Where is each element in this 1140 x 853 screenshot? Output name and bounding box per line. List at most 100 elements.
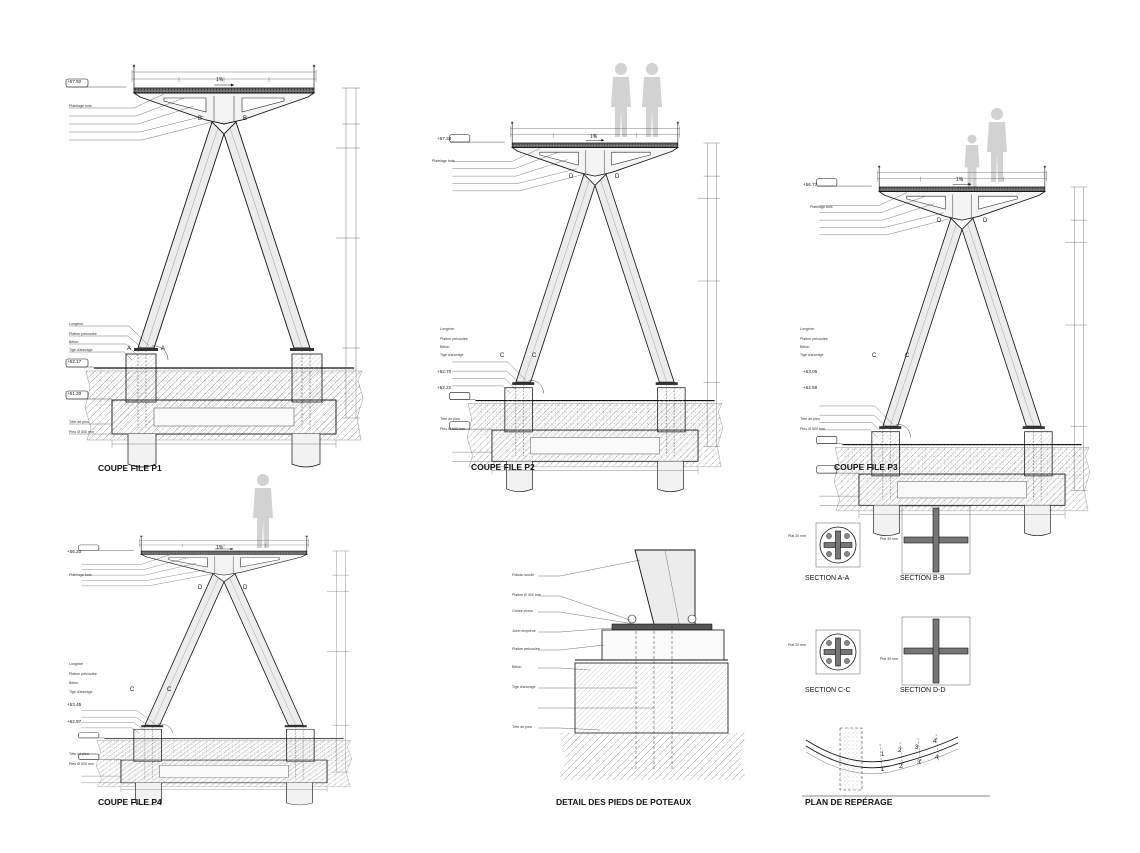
section-b-b: Plat 30 mm SECTION B-B: [880, 505, 971, 582]
callout: Platelage bois: [810, 205, 833, 209]
section-a-a: Plat 20 mm SECTION A-A: [788, 522, 861, 582]
callout: Tête de pieu: [440, 417, 460, 421]
detail-title: DETAIL DES PIEDS DE POTEAUX: [556, 797, 692, 807]
callout: Longrine: [69, 322, 83, 326]
callout: Tête de pieu: [69, 420, 89, 424]
plan-mark: 2': [898, 748, 902, 754]
detail-callout: Béton: [512, 665, 521, 669]
callout: Platine précoulée: [440, 337, 468, 341]
callout: Béton: [800, 345, 809, 349]
callout: Pieu Ø 500 mm: [69, 762, 94, 766]
callout: Platine précoulée: [800, 337, 828, 341]
section-d-d: Plat 30 mm SECTION D-D: [880, 616, 971, 694]
section-title: COUPE FILE P3: [834, 462, 898, 472]
elevation-mid: +53.06: [803, 369, 818, 374]
elevation-low: +52.22: [437, 385, 452, 390]
detail-callout: Platine Ø 400 mm: [512, 593, 541, 597]
callout: Tige d'ancrage: [800, 353, 824, 357]
section-note: Plat 30 mm: [880, 537, 898, 541]
callout: Pieu Ø 500 mm: [69, 430, 94, 434]
cut-label: A: [161, 346, 165, 352]
section-title: COUPE FILE P2: [471, 462, 535, 472]
callout: Pieu Ø 500 mm: [440, 427, 465, 431]
callout: Platine précoulée: [69, 672, 97, 676]
plan-mark: 4': [933, 739, 937, 745]
section-note: Plat 20 mm: [788, 534, 806, 538]
section-note: Plat 20 mm: [788, 643, 806, 647]
detail-callout: Tête de pieu: [512, 725, 532, 729]
callout: Béton: [69, 340, 78, 344]
callout: Platelage bois: [69, 104, 92, 108]
plan-mark: 3': [917, 760, 921, 766]
callout: Béton: [69, 681, 78, 685]
section-p1: COUPE FILE P1 +57.92 +52.17 +51.20 1% Pl…: [65, 64, 364, 473]
cut-label: D: [243, 585, 248, 591]
callout: Longrine: [440, 327, 454, 331]
elevation-low: +52.97: [67, 719, 82, 724]
plan-mark: 2: [899, 764, 903, 770]
cut-label: D: [198, 585, 203, 591]
section-p2: COUPE FILE P2 +57.34 +52.70 +52.22 1% Pl…: [432, 63, 724, 493]
callout: Tige d'ancrage: [69, 348, 93, 352]
elevation-mid: +52.70: [437, 369, 452, 374]
cut-label: C: [532, 353, 537, 359]
callout: Platelage bois: [432, 159, 455, 163]
cut-label: D: [615, 174, 620, 180]
plan-mark: 1': [881, 767, 885, 773]
callout: Longrine: [800, 327, 814, 331]
callout: Tige d'ancrage: [69, 690, 93, 694]
callout: Tête de pieu: [800, 417, 820, 421]
slope-label: 1%: [956, 177, 964, 183]
detail-callout: Platine précoulée: [512, 647, 540, 651]
cut-label: B: [198, 116, 202, 122]
elevation-low: +51.20: [67, 391, 82, 396]
slope-label: 1%: [216, 77, 224, 83]
section-title: COUPE FILE P4: [98, 797, 162, 807]
plan-mark: 3: [915, 745, 919, 751]
elevation-top: +56.20: [67, 549, 82, 554]
cut-label: A: [127, 346, 131, 352]
slope-label: 1%: [216, 545, 224, 551]
detail-callout: Tige d'ancrage: [512, 685, 536, 689]
section-title: SECTION A-A: [805, 575, 850, 582]
elevation-top: +56.77: [803, 182, 818, 187]
cut-label: D: [569, 174, 574, 180]
callout: Longrine: [69, 662, 83, 666]
cut-label: B: [243, 116, 247, 122]
callout: Platine précoulée: [69, 332, 97, 336]
callout: Tête de pieu: [69, 752, 89, 756]
callout: Tige d'ancrage: [440, 353, 464, 357]
detail-callout: Joint néoprène: [512, 629, 536, 633]
detail-callout: Poteau soudé: [512, 573, 534, 577]
elevation-low: +52.58: [803, 385, 818, 390]
cut-label: C: [130, 687, 135, 693]
cut-label: C: [500, 353, 505, 359]
section-p3: COUPE FILE P3 +56.77 +53.06 +52.58 1% Pl…: [800, 108, 1091, 537]
callout: Pieu Ø 500 mm: [800, 427, 825, 431]
section-p4: COUPE FILE P4 +56.20 +53.45 +52.97 1% Pl…: [67, 474, 353, 807]
callout: Platelage bois: [69, 573, 92, 577]
callout: Béton: [440, 345, 449, 349]
elevation-top: +57.34: [437, 136, 452, 141]
section-c-c: Plat 20 mm SECTION C-C: [788, 629, 861, 694]
detail-callout: Contre-écrou: [512, 609, 533, 613]
location-plan: 1 2' 3 4' 1' 2 3' 4 PLAN DE REPÉRAGE: [802, 727, 990, 807]
elevation-mid: +53.45: [67, 702, 82, 707]
section-title: SECTION D-D: [900, 687, 946, 694]
cut-label: C: [167, 687, 172, 693]
section-note: Plat 30 mm: [880, 657, 898, 661]
section-title: SECTION B-B: [900, 575, 945, 582]
elevation-mid: +52.17: [67, 359, 82, 364]
section-title: COUPE FILE P1: [98, 463, 162, 473]
cut-label: D: [983, 218, 988, 224]
elevation-top: +57.92: [67, 79, 82, 84]
plan-title: PLAN DE REPÉRAGE: [805, 797, 893, 807]
cut-label: C: [872, 353, 877, 359]
plan-mark: 4: [935, 755, 939, 761]
section-title: SECTION C-C: [805, 687, 851, 694]
slope-label: 1%: [590, 134, 598, 140]
plan-mark: 1: [881, 752, 885, 758]
cut-label: C: [905, 353, 910, 359]
cut-label: D: [937, 218, 942, 224]
